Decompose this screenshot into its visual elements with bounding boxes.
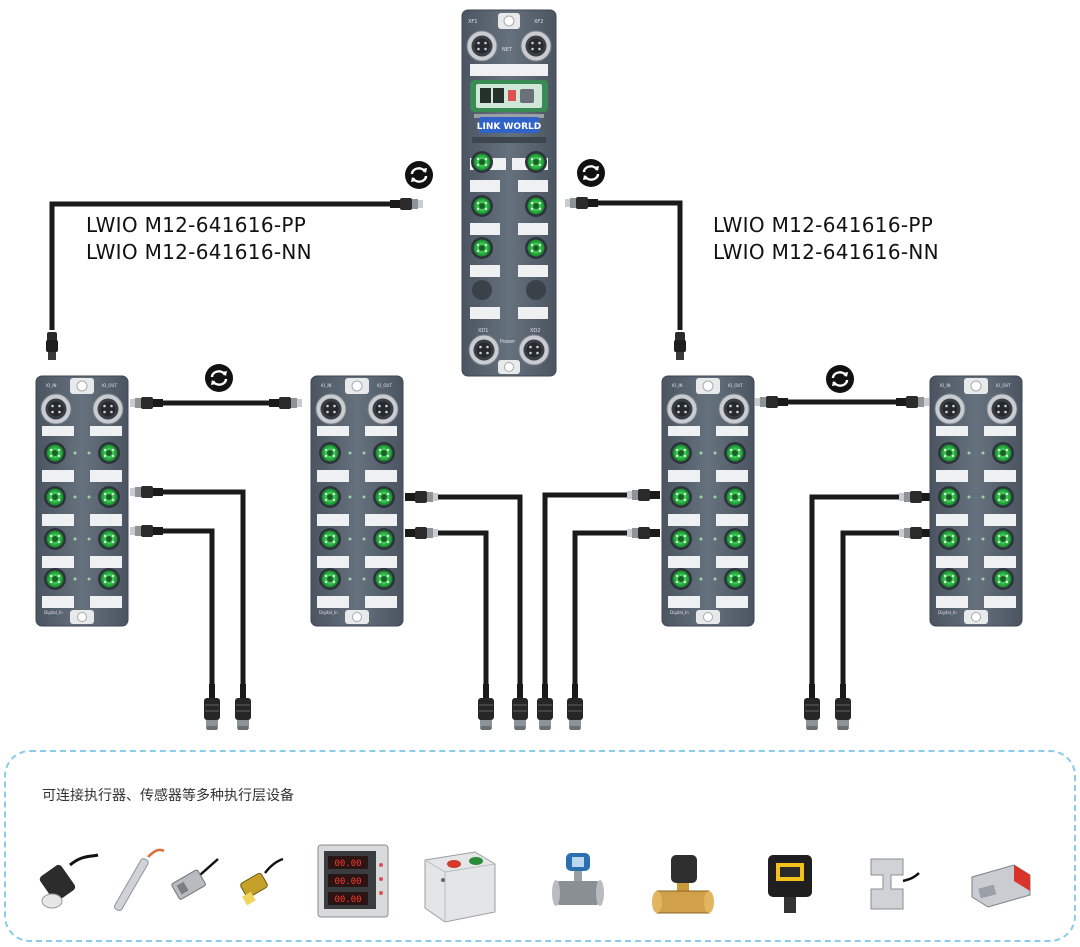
pen-sensor-icon xyxy=(114,848,165,912)
button-box-icon xyxy=(424,851,496,923)
svg-text:Digital_In: Digital_In xyxy=(319,610,338,615)
port-xf1-label: XF1 xyxy=(468,19,477,25)
sync-icon xyxy=(824,363,856,395)
drop-cable xyxy=(150,528,215,685)
svg-text:Digital_In: Digital_In xyxy=(670,610,689,615)
cable-plug-right-module xyxy=(674,332,686,360)
cable-plug-right-gateway xyxy=(565,197,598,209)
port-xf2-label: XF2 xyxy=(534,19,543,25)
port-xd1-label: XD1 xyxy=(478,328,488,334)
model-label-right-2: LWIO M12-641616-NN xyxy=(713,240,939,264)
io-module-2: IO_IN IO_OUT Digital_In xyxy=(311,376,403,626)
svg-text:IO_IN: IO_IN xyxy=(321,383,332,388)
power-meter-icon: 00.00 00.00 00.00 xyxy=(317,844,389,918)
sync-icon xyxy=(403,159,435,191)
svg-text:Digital_In: Digital_In xyxy=(44,610,63,615)
io-module-1: IO_IN IO_OUT Digital_In xyxy=(36,376,128,626)
model-label-right-1: LWIO M12-641616-PP xyxy=(713,213,934,237)
svg-text:00.00: 00.00 xyxy=(334,877,361,887)
valve-actuator-icon xyxy=(971,864,1031,908)
svg-text:00.00: 00.00 xyxy=(334,859,361,869)
svg-text:IO_OUT: IO_OUT xyxy=(102,383,117,388)
svg-text:IO_OUT: IO_OUT xyxy=(377,383,392,388)
drop-connector xyxy=(235,684,251,730)
io-module-3: IO_IN IO_OUT Digital_In xyxy=(662,376,754,626)
svg-text:IO_IN: IO_IN xyxy=(672,383,683,388)
cable-plug-left-module xyxy=(46,332,58,360)
solenoid-valve-icon xyxy=(652,855,714,914)
brand-logo: LINK WORLD xyxy=(477,122,541,132)
svg-text:IO_IN: IO_IN xyxy=(46,383,57,388)
port-xd2-label: XD2 xyxy=(530,328,540,334)
svg-text:IO_OUT: IO_OUT xyxy=(728,383,743,388)
model-label-left-1: LWIO M12-641616-PP xyxy=(86,213,307,237)
sync-icon xyxy=(203,362,235,394)
svg-text:00.00: 00.00 xyxy=(334,895,361,905)
devices-panel xyxy=(4,750,1076,942)
barcode-scanner-icon xyxy=(768,855,812,913)
cable-plug-left-gateway xyxy=(390,198,423,210)
svg-text:Digital_In: Digital_In xyxy=(938,610,957,615)
devices-caption: 可连接执行器、传感器等多种执行层设备 xyxy=(42,788,294,804)
load-cell-icon xyxy=(870,858,920,910)
cable-gateway-right xyxy=(585,200,683,330)
sync-icon xyxy=(575,157,607,189)
cable-gateway-left xyxy=(49,201,398,330)
proximity-switch-icon xyxy=(240,857,284,906)
port-net-label: NET xyxy=(502,47,513,53)
drop-connector xyxy=(204,684,220,730)
io-module-4: IO_IN IO_OUT Digital_In xyxy=(930,376,1022,626)
square-sensor-icon xyxy=(171,858,219,900)
gateway-module: XF1 XF2 NET LINK WORLD X xyxy=(461,9,557,377)
flow-meter-icon xyxy=(552,853,604,906)
inductive-sensor-icon xyxy=(39,853,99,909)
model-label-left-2: LWIO M12-641616-NN xyxy=(86,240,312,264)
svg-text:IO_OUT: IO_OUT xyxy=(996,383,1011,388)
svg-text:IO_IN: IO_IN xyxy=(940,383,951,388)
power-label: Power xyxy=(500,339,516,345)
drop-cable xyxy=(150,489,246,685)
